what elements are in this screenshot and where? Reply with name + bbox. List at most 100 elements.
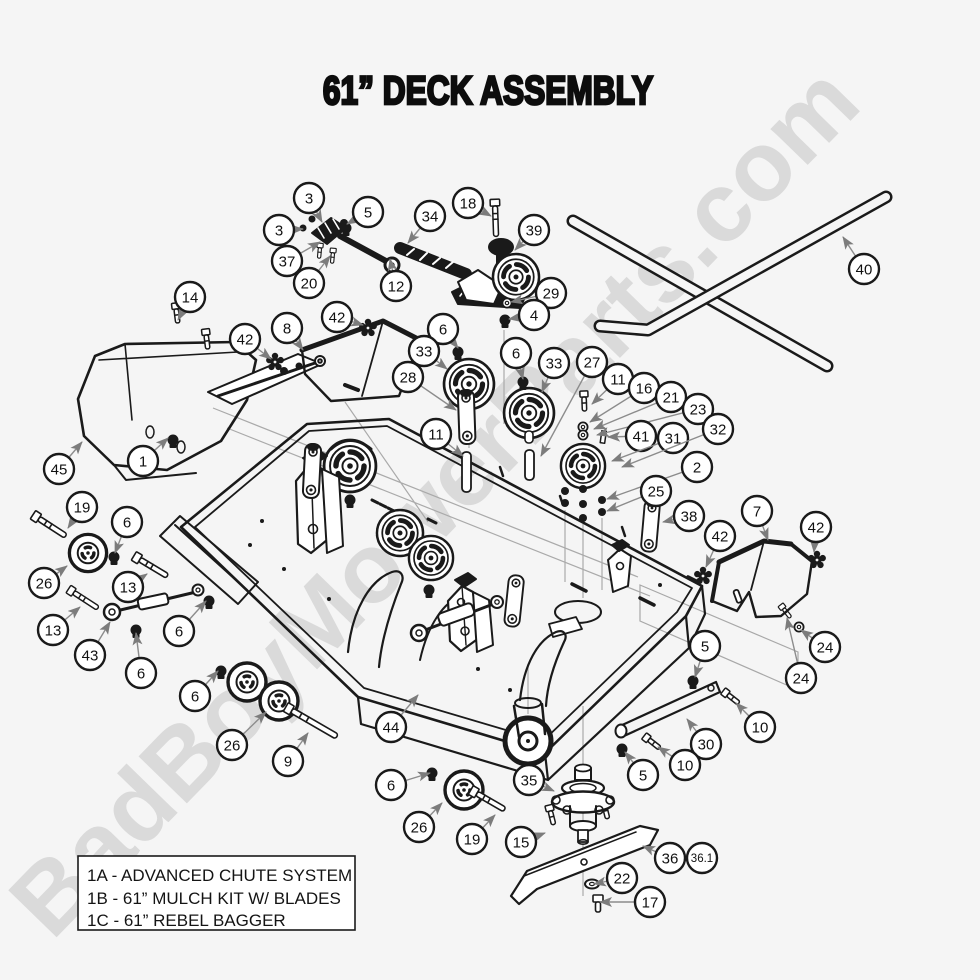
svg-text:27: 27: [584, 355, 601, 372]
callout-6: 6: [374, 768, 431, 802]
svg-text:26: 26: [224, 738, 241, 755]
svg-text:42: 42: [329, 310, 346, 327]
svg-text:11: 11: [428, 427, 444, 444]
belt-cover-drawing: [693, 538, 827, 619]
callout-9: 9: [271, 732, 309, 778]
callout-4: 4: [508, 298, 551, 332]
svg-text:41: 41: [633, 429, 650, 446]
svg-text:32: 32: [710, 422, 727, 439]
callout-42: 42: [799, 510, 833, 553]
svg-text:16: 16: [636, 381, 653, 398]
callout-20: 20: [292, 255, 331, 300]
callout-11: 11: [591, 362, 635, 405]
callout-6: 6: [162, 600, 207, 648]
svg-text:38: 38: [681, 509, 698, 526]
svg-text:4: 4: [530, 308, 538, 325]
callout-6: 6: [178, 670, 219, 713]
callout-29: 29: [510, 276, 568, 310]
callout-28: 28: [391, 360, 457, 411]
callout-6: 6: [426, 312, 460, 349]
callout-34: 34: [407, 199, 447, 244]
callout-38: 38: [662, 499, 706, 533]
deck-shell-drawing: [159, 417, 707, 782]
svg-text:11: 11: [610, 372, 626, 389]
svg-text:5: 5: [364, 205, 372, 222]
chute-drawing: [76, 301, 326, 481]
tension-bracket-drawing: [299, 215, 483, 282]
callout-25: 25: [606, 474, 673, 512]
callout-12: 12: [379, 258, 413, 303]
legend-item-1a: 1A - ADVANCED CHUTE SYSTEM: [87, 866, 352, 885]
svg-text:45: 45: [51, 462, 68, 479]
trim-bracket-drawing: [614, 680, 722, 739]
legend-box: 1A - ADVANCED CHUTE SYSTEM 1B - 61” MULC…: [77, 855, 356, 931]
legend-item-1c: 1C - 61” REBEL BAGGER: [87, 911, 286, 930]
belt-drawing: [566, 190, 893, 373]
callout-26: 26: [402, 802, 443, 844]
svg-text:24: 24: [817, 640, 834, 657]
deck-pulleys-drawing: [324, 440, 605, 598]
svg-text:29: 29: [543, 286, 560, 303]
svg-text:25: 25: [648, 484, 665, 501]
svg-text:34: 34: [422, 209, 439, 226]
turnbuckle-drawing: [102, 583, 504, 643]
svg-text:13: 13: [120, 580, 137, 597]
callout-36.1: 36.1: [685, 841, 719, 875]
callout-5: 5: [346, 195, 385, 229]
deflector-drawing: [265, 317, 423, 403]
svg-text:30: 30: [698, 737, 715, 754]
svg-text:6: 6: [123, 515, 131, 532]
svg-text:10: 10: [677, 758, 694, 775]
svg-text:43: 43: [82, 648, 99, 665]
callout-13: 13: [36, 606, 81, 647]
callout-43: 43: [73, 621, 111, 672]
callout-1: 1: [126, 437, 169, 478]
callout-22: 22: [593, 861, 639, 895]
callout-13: 13: [111, 570, 148, 604]
callout-8: 8: [270, 311, 304, 351]
svg-text:19: 19: [464, 832, 481, 849]
svg-text:35: 35: [521, 773, 538, 790]
callout-41: 41: [607, 419, 658, 453]
svg-text:6: 6: [512, 346, 520, 363]
svg-text:12: 12: [388, 279, 405, 296]
svg-text:9: 9: [284, 754, 292, 771]
svg-text:33: 33: [416, 344, 433, 361]
callout-3: 3: [262, 213, 304, 247]
callout-17: 17: [599, 885, 667, 919]
callout-30: 30: [686, 718, 723, 761]
callout-40: 40: [842, 236, 881, 286]
svg-text:5: 5: [701, 639, 709, 656]
callout-33: 33: [407, 334, 448, 370]
svg-text:37: 37: [279, 254, 296, 271]
svg-text:8: 8: [283, 321, 291, 338]
callout-19: 19: [65, 490, 99, 529]
callout-26: 26: [27, 565, 68, 600]
callout-21: 21: [593, 380, 688, 430]
svg-text:22: 22: [614, 871, 631, 888]
svg-text:6: 6: [387, 778, 395, 795]
callout-24: 24: [800, 629, 842, 664]
callout-36: 36: [642, 841, 687, 875]
svg-text:5: 5: [639, 768, 647, 785]
callout-26: 26: [215, 711, 267, 762]
callout-18: 18: [451, 186, 492, 220]
svg-text:21: 21: [663, 390, 680, 407]
callout-39: 39: [514, 213, 551, 251]
callout-11: 11: [419, 417, 464, 457]
svg-text:26: 26: [36, 576, 53, 593]
svg-text:28: 28: [400, 370, 417, 387]
svg-text:42: 42: [712, 529, 729, 546]
page-title: 61” DECK ASSEMBLY: [323, 67, 653, 113]
svg-text:31: 31: [665, 431, 682, 448]
svg-text:3: 3: [275, 223, 283, 240]
svg-text:2: 2: [693, 460, 701, 477]
svg-text:26: 26: [411, 820, 428, 837]
svg-text:33: 33: [546, 356, 563, 373]
svg-text:6: 6: [191, 689, 199, 706]
svg-text:6: 6: [175, 624, 183, 641]
callout-10: 10: [735, 702, 777, 744]
